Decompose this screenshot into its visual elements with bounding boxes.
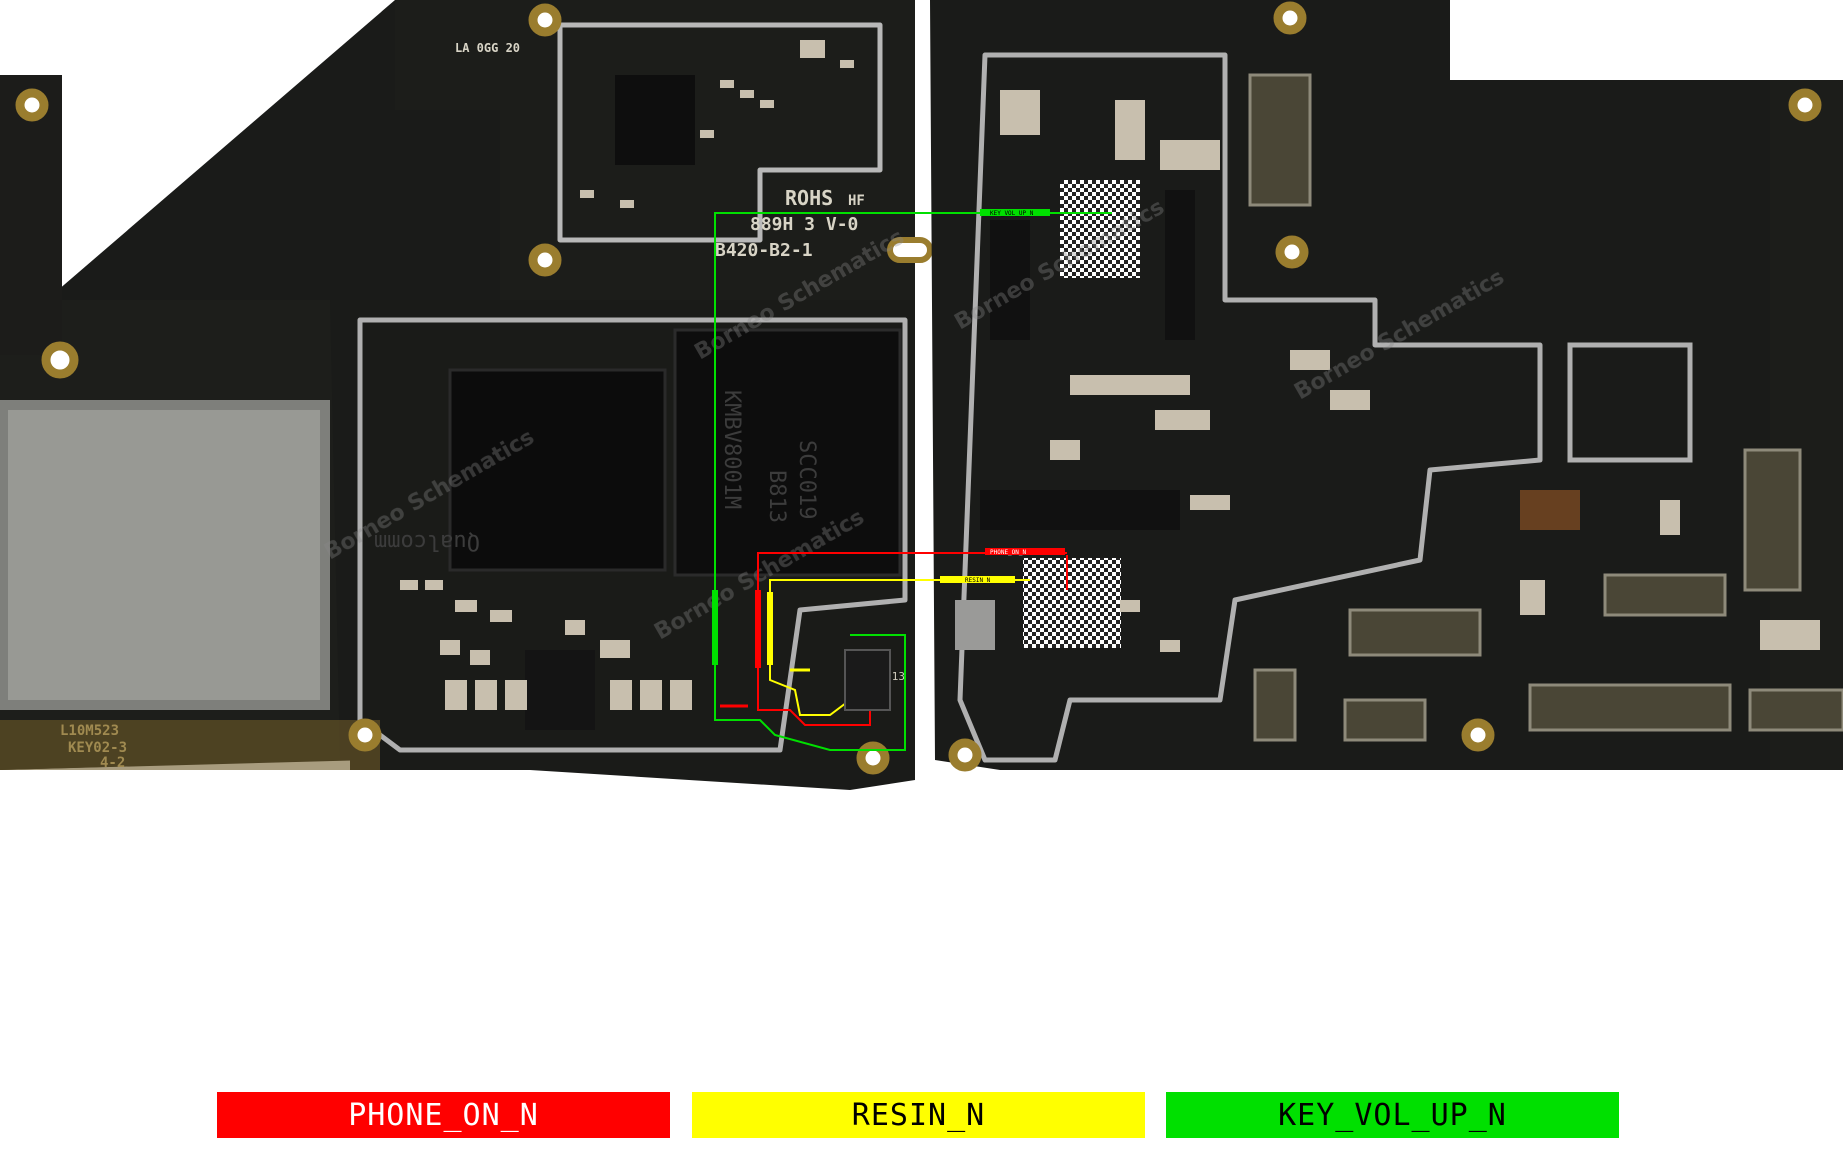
silk-ic-top: LA 0GG 20 [455, 41, 520, 55]
board-left-half [0, 0, 933, 790]
net-tag-phone-on: PHONE_ON_N [990, 549, 1027, 556]
power-key-ic [844, 649, 891, 711]
pcb-board-view: ROHS HF 889H 3 V-0 B420-B2-1 LA 0GG 20 L… [0, 0, 1843, 790]
board-right-half [930, 0, 1843, 772]
chip-mark-1: SCC019 [794, 440, 819, 519]
silk-hf: HF [848, 193, 865, 209]
silk-sim-1: L10M523 [60, 723, 119, 739]
trace-phone-on [720, 552, 1068, 726]
bga-chip-top [1060, 180, 1140, 278]
legend-label-key-vol-up-n: KEY_VOL_UP_N [1278, 1097, 1507, 1133]
silk-pcb-code-1: 889H 3 V-0 [750, 214, 858, 235]
bga-chip-bottom [1023, 558, 1121, 648]
legend-phone-on-n: PHONE_ON_N [217, 1092, 670, 1138]
legend-label-resin-n: RESIN_N [851, 1097, 986, 1133]
net-tag-vol-up: KEY_VOL_UP_N [990, 210, 1034, 217]
silk-pcb-code-2: B420-B2-1 [715, 240, 813, 261]
silk-sim-3: 4-2 [100, 755, 125, 771]
silk-sim-2: KEY02-3 [68, 740, 127, 756]
net-tag-resin: RESIN_N [965, 577, 991, 584]
chip-mark-3: KMBV8001M [719, 390, 744, 509]
silk-rohs: ROHS [785, 186, 833, 210]
legend-label-phone-on-n: PHONE_ON_N [348, 1097, 539, 1133]
legend-key-vol-up-n: KEY_VOL_UP_N [1166, 1092, 1619, 1138]
legend-resin-n: RESIN_N [692, 1092, 1145, 1138]
chip-brand: Qualcomm [374, 529, 480, 554]
chip-mark-2: B813 [764, 470, 789, 523]
